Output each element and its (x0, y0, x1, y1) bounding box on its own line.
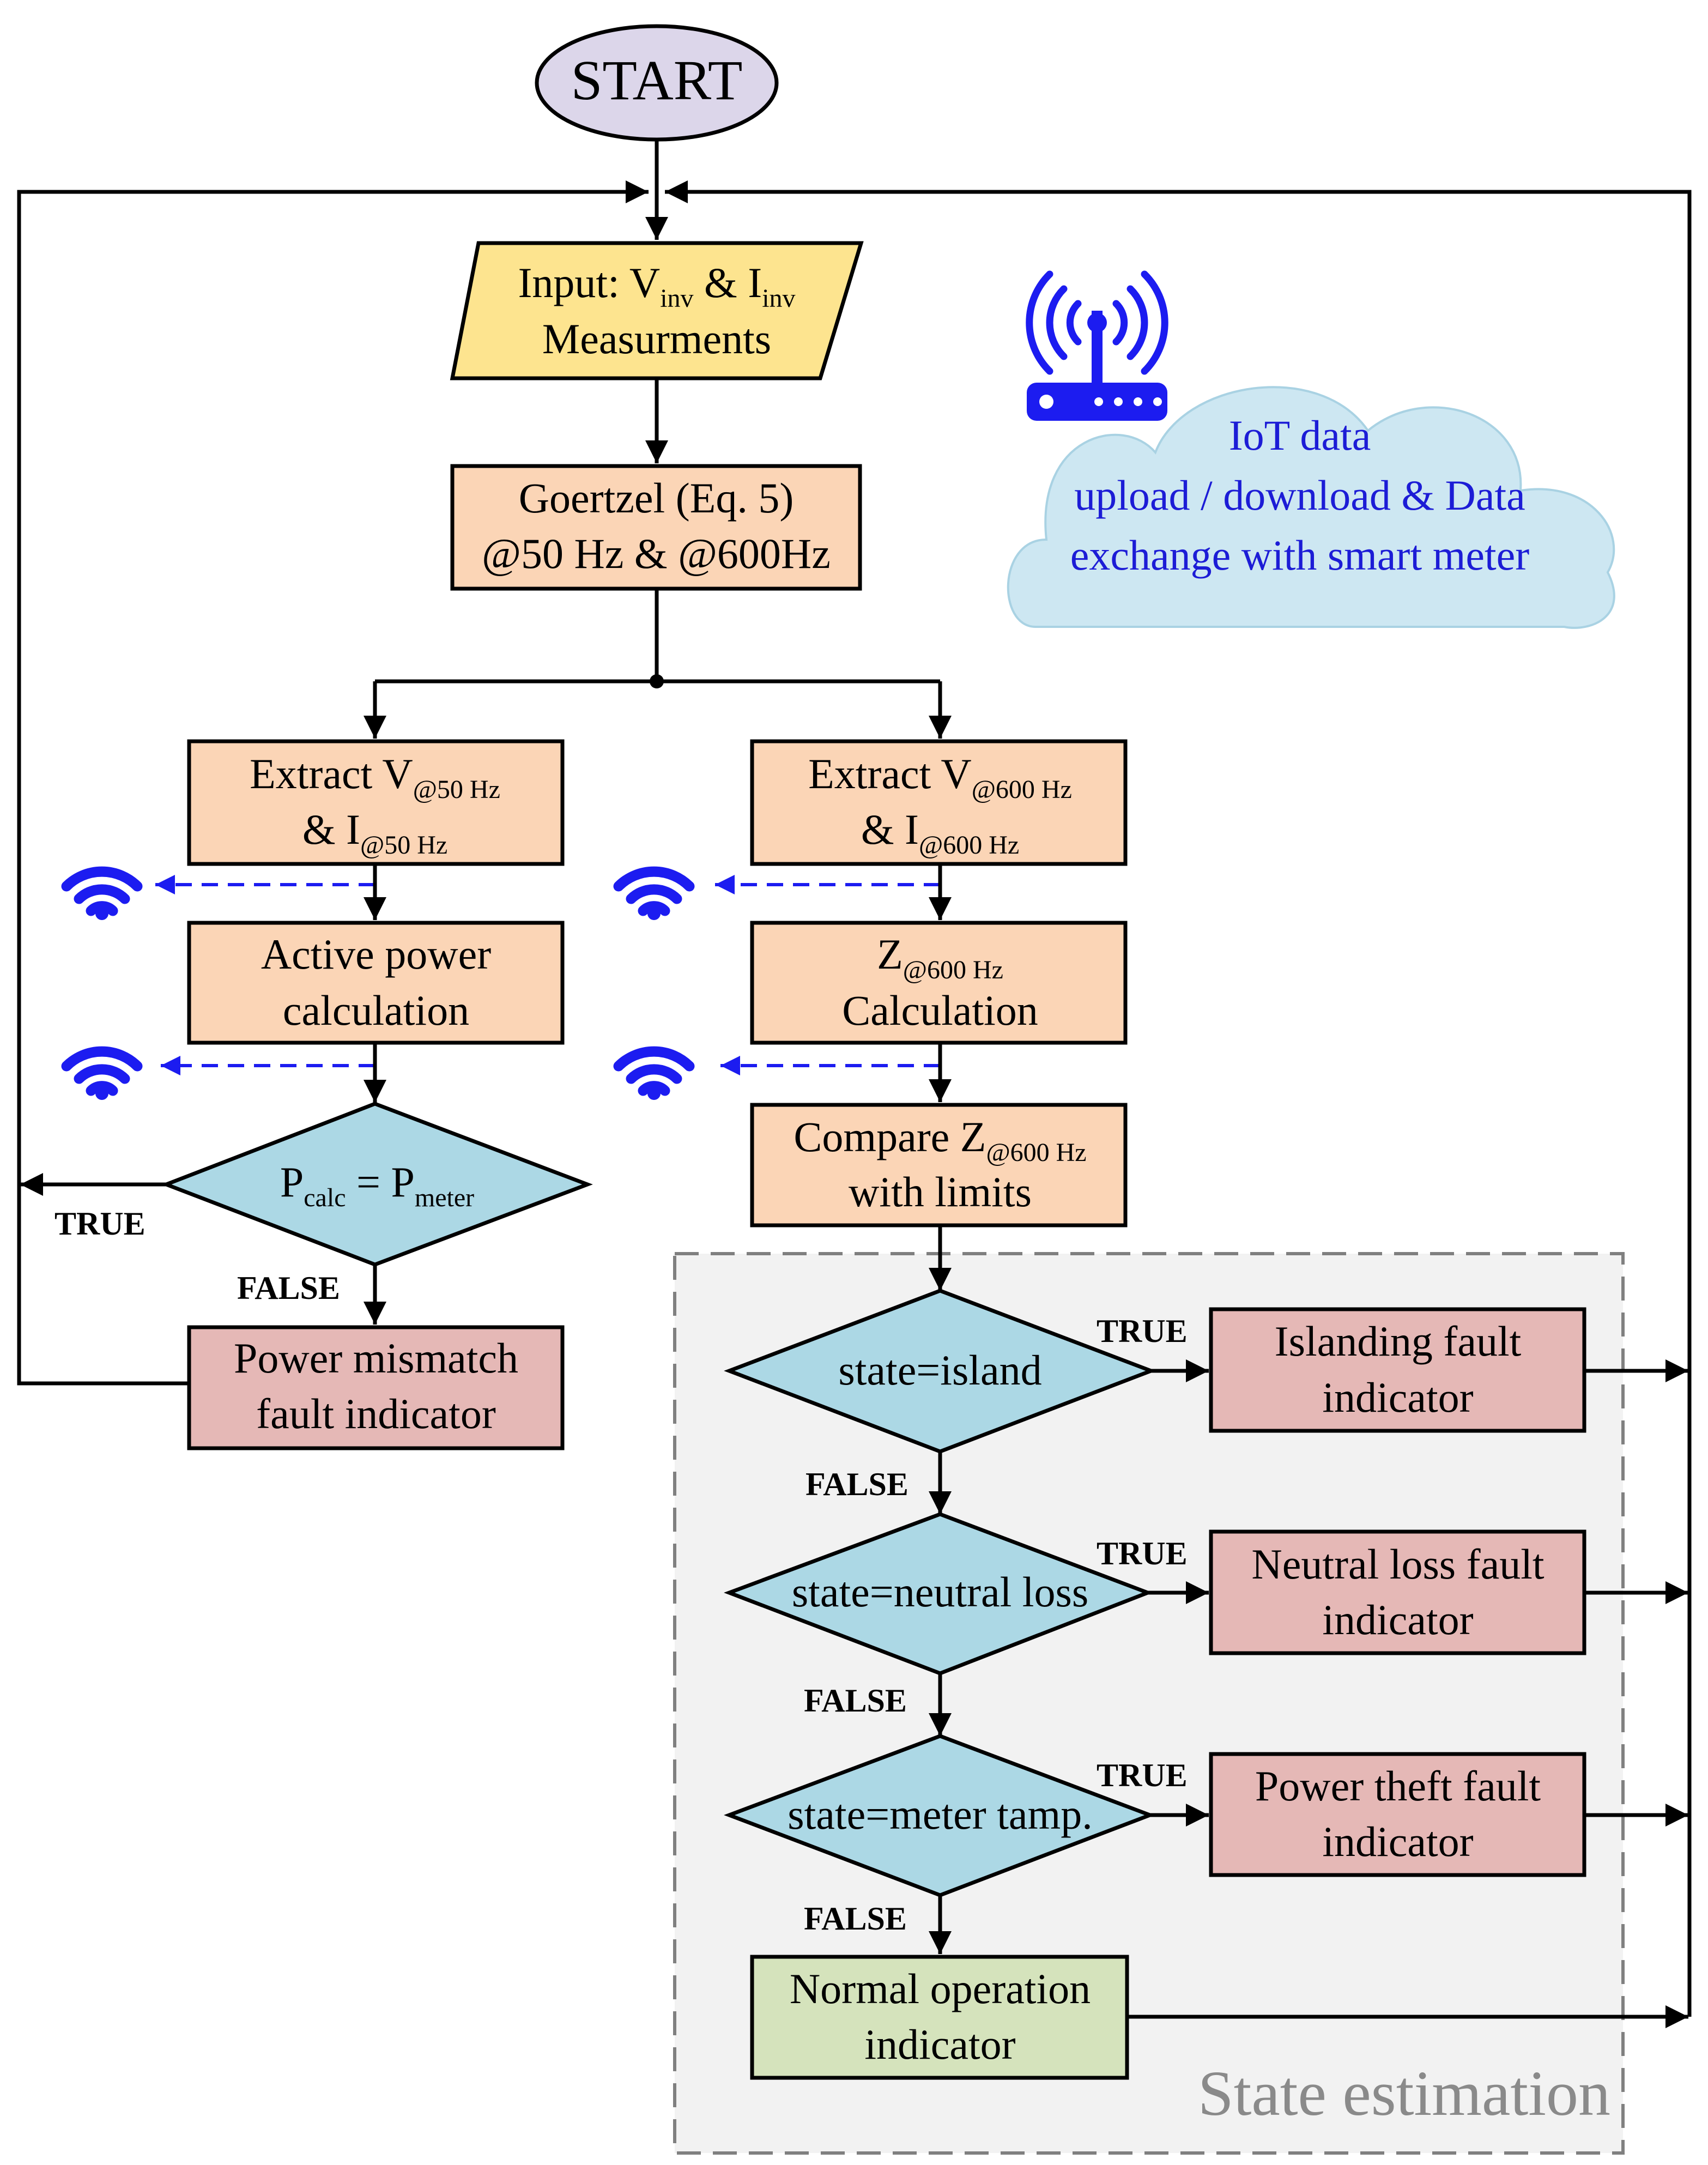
power-theft-fault-node: Power theft fault indicator (1209, 1752, 1586, 1877)
goertzel-node: Goertzel (Eq. 5) @50 Hz & @600Hz (450, 464, 862, 591)
power-check-label: Pcalc = Pmeter (280, 1158, 474, 1212)
wifi-icon (61, 1046, 143, 1100)
power-mismatch-line-2: fault indicator (256, 1390, 496, 1437)
wifi-icon (61, 866, 143, 920)
island-decision: state=island (724, 1289, 1156, 1454)
input-line-1: Input: Vinv & Iinv (518, 259, 795, 313)
islanding-fault-line-1: Islanding fault (1275, 1317, 1522, 1365)
neutral-false-label: FALSE (804, 1683, 907, 1719)
meter-decision-label: state=meter tamp. (788, 1791, 1092, 1838)
neutral-loss-fault-node: Neutral loss fault indicator (1209, 1529, 1586, 1655)
active-power-line-1: Active power (261, 930, 491, 978)
island-false-label: FALSE (805, 1466, 908, 1502)
z-calculation-line-2: Calculation (842, 987, 1038, 1034)
neutral-fault-line-1: Neutral loss fault (1251, 1540, 1545, 1588)
neutral-true-label: TRUE (1097, 1535, 1188, 1571)
input-node: Input: Vinv & Iinv Measurments (450, 241, 864, 380)
power-check-decision: Pcalc = Pmeter (161, 1102, 593, 1267)
start-node: START (535, 24, 779, 142)
power-false-label: FALSE (237, 1270, 340, 1306)
power-true-label: TRUE (54, 1206, 146, 1242)
loop-connector (665, 180, 1692, 2017)
islanding-fault-line-2: indicator (1322, 1374, 1473, 1421)
iot-line-3: exchange with smart meter (1070, 531, 1530, 579)
meter-tamper-decision: state=meter tamp. (724, 1734, 1155, 1897)
power-mismatch-node: Power mismatch fault indicator (187, 1325, 565, 1450)
iot-cloud: IoT data upload / download & Data exchan… (1007, 386, 1615, 629)
active-power-line-2: calculation (283, 987, 469, 1034)
active-power-node: Active power calculation (187, 921, 565, 1045)
islanding-fault-node: Islanding fault indicator (1209, 1307, 1586, 1433)
theft-fault-line-2: indicator (1322, 1818, 1473, 1865)
goertzel-line-2: @50 Hz & @600Hz (482, 530, 831, 577)
extract-50hz-line-1: Extract V@50 Hz (250, 750, 500, 804)
start-label: START (571, 49, 743, 112)
iot-line-2: upload / download & Data (1074, 471, 1525, 519)
normal-line-1: Normal operation (790, 1965, 1091, 2012)
neutral-fault-line-2: indicator (1322, 1596, 1473, 1643)
neutral-loss-decision: state=neutral loss (724, 1512, 1153, 1676)
normal-line-2: indicator (864, 2021, 1015, 2068)
compare-line-2: with limits (849, 1168, 1032, 1215)
input-line-2: Measurments (542, 315, 771, 362)
compare-limits-node: Compare Z@600 Hz with limits (750, 1103, 1128, 1227)
z-calculation-line-1: Z@600 Hz (877, 930, 1003, 984)
meter-false-label: FALSE (804, 1901, 907, 1937)
wifi-icon (613, 1046, 695, 1100)
state-estimation-label: State estimation (1198, 2058, 1610, 2129)
normal-operation-node: Normal operation indicator (750, 1955, 1129, 2080)
goertzel-line-1: Goertzel (Eq. 5) (519, 474, 794, 522)
island-decision-label: state=island (838, 1346, 1041, 1394)
neutral-decision-label: state=neutral loss (792, 1568, 1088, 1616)
theft-fault-line-1: Power theft fault (1255, 1762, 1541, 1810)
extract-600hz-line-2: & I@600 Hz (861, 806, 1019, 860)
router-icon (1026, 270, 1168, 421)
meter-true-label: TRUE (1097, 1757, 1188, 1793)
extract-600hz-line-1: Extract V@600 Hz (808, 750, 1072, 804)
iot-line-1: IoT data (1229, 412, 1371, 459)
wifi-icon (613, 866, 695, 920)
extract-50hz-line-2: & I@50 Hz (302, 806, 447, 860)
junction-dot (650, 674, 664, 688)
z-calculation-node: Z@600 Hz Calculation (750, 921, 1128, 1045)
loop-connector (17, 180, 649, 1386)
extract-50hz-node: Extract V@50 Hz & I@50 Hz (187, 739, 565, 866)
compare-line-1: Compare Z@600 Hz (794, 1113, 1086, 1167)
extract-600hz-node: Extract V@600 Hz & I@600 Hz (750, 739, 1128, 866)
island-true-label: TRUE (1097, 1313, 1188, 1349)
power-mismatch-line-1: Power mismatch (234, 1334, 518, 1382)
